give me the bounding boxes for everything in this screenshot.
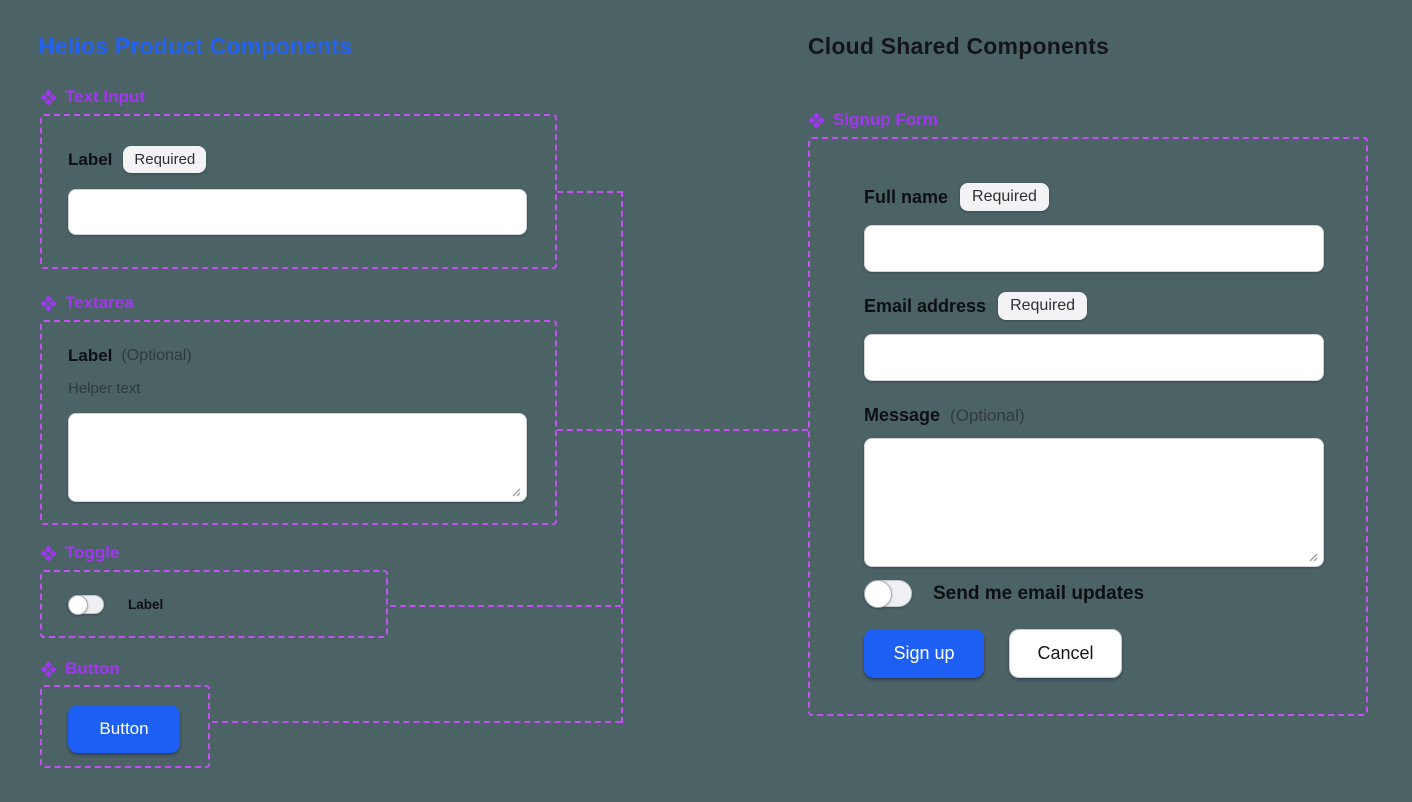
optional-hint: (Optional) (121, 347, 192, 364)
section-header-toggle: Toggle (40, 543, 119, 563)
required-badge: Required (123, 146, 207, 173)
component-icon (40, 88, 57, 106)
section-header-button: Button (40, 659, 120, 679)
full-name-input[interactable] (864, 225, 1324, 272)
section-title: Button (65, 659, 120, 678)
wire-textarea-to-signup (557, 429, 808, 431)
component-frame-textarea: Label (Optional) Helper text (40, 320, 557, 525)
toggle-switch[interactable] (68, 595, 104, 615)
wire-text-input-branch (557, 191, 623, 193)
message-textarea[interactable] (864, 438, 1324, 567)
field-label: Full name (864, 186, 949, 207)
cloud-title: Cloud Shared Components (808, 33, 1110, 59)
wire-trunk (621, 191, 623, 723)
section-header-textarea: Textarea (40, 293, 134, 313)
section-title: Signup Form (833, 110, 938, 129)
section-title: Toggle (65, 543, 120, 562)
toggle-knob (68, 595, 88, 615)
toggle-knob (864, 580, 892, 608)
wire-toggle-branch (390, 605, 621, 607)
field-label: Email address (864, 295, 987, 316)
section-title: Textarea (65, 293, 134, 312)
component-frame-toggle: Label (40, 570, 388, 638)
email-updates-toggle[interactable] (864, 580, 912, 608)
email-address-input[interactable] (864, 334, 1324, 381)
component-frame-text-input: Label Required (40, 114, 557, 269)
component-frame-button: Button (40, 685, 210, 768)
wire-button-branch (212, 721, 621, 723)
component-icon (40, 660, 57, 678)
sign-up-button[interactable]: Sign up (864, 629, 984, 678)
field-label: Label (68, 346, 113, 365)
helper-text: Helper text (68, 380, 141, 397)
field-label: Label (68, 149, 113, 169)
component-icon (40, 294, 57, 312)
helios-title: Helios Product Components (38, 33, 353, 59)
cancel-button[interactable]: Cancel (1009, 629, 1122, 678)
optional-hint: (Optional) (950, 405, 1025, 425)
textarea-field[interactable] (68, 413, 527, 502)
sample-button[interactable]: Button (68, 705, 180, 753)
component-icon (808, 111, 825, 129)
text-input-field[interactable] (68, 189, 527, 235)
email-updates-label: Send me email updates (933, 582, 1145, 604)
component-icon (40, 544, 57, 562)
required-badge: Required (960, 183, 1049, 211)
required-badge: Required (998, 292, 1087, 320)
toggle-label: Label (128, 597, 164, 612)
section-header-signup-form: Signup Form (808, 110, 938, 130)
component-frame-signup-form: Full name Required Email address Require… (808, 137, 1368, 716)
section-header-text-input: Text Input (40, 87, 145, 107)
field-label: Message (864, 405, 941, 425)
section-title: Text Input (65, 87, 145, 106)
